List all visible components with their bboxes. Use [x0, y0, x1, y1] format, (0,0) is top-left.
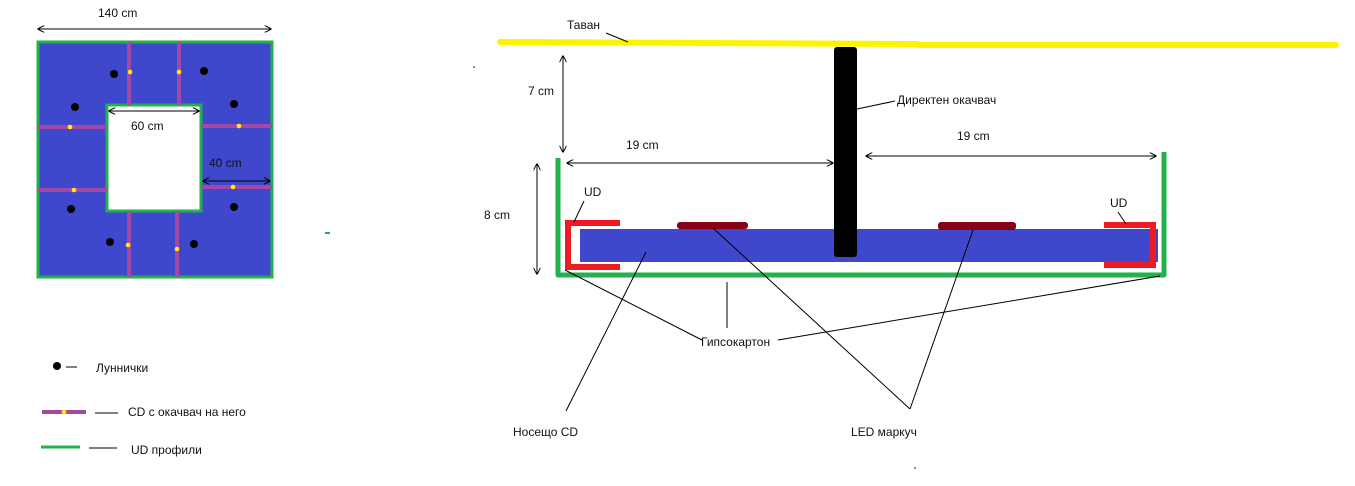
led-strip-left — [677, 222, 748, 229]
drywall-leaders — [564, 269, 1161, 341]
legend-ud-label: UD профили — [131, 443, 202, 457]
drywall-profile — [555, 152, 1167, 278]
hanger-label: Директен окачвач — [897, 93, 996, 107]
dim-inner-label: 60 cm — [131, 119, 164, 133]
hanger-rod — [834, 47, 857, 257]
plan-spot-dots — [67, 67, 238, 248]
ud-right-label: UD — [1110, 196, 1128, 210]
legend-cd-label: CD с окачвач на него — [128, 405, 246, 419]
dim-left-label: 19 cm — [626, 138, 659, 152]
ud-cap-left — [565, 220, 620, 270]
plan-view: 140 cm 60 cm 40 cm — [36, 6, 330, 279]
legend: Луннички CD с окачвач на него UD профили — [41, 361, 246, 457]
ceiling-line — [497, 39, 921, 47]
dim-right-label: 19 cm — [957, 129, 990, 143]
dim-side-label: 40 cm — [209, 156, 242, 170]
plan-hanger-marks — [67, 69, 242, 252]
legend-item-ud: UD профили — [41, 443, 202, 457]
ceiling-label: Таван — [567, 18, 600, 32]
dim-height-label: 8 cm — [484, 208, 510, 222]
plan-ud-inner — [105, 103, 203, 213]
plan-panel — [38, 42, 272, 277]
ud-cap-right — [1104, 222, 1156, 268]
plan-ud-outer — [36, 40, 274, 279]
ud-left-label: UD — [584, 185, 602, 199]
legend-dot-icon — [53, 362, 61, 370]
dim-gap-label: 7 cm — [528, 84, 554, 98]
legend-item-cd: CD с окачвач на него — [42, 405, 246, 419]
carrier-cd-bar — [580, 229, 1158, 262]
drywall-label: Гипсокартон — [701, 335, 770, 349]
section-view: Таван 7 cm 8 cm 19 cm 19 cm Директен ок — [473, 18, 1339, 469]
carrier-label: Носещо CD — [513, 425, 578, 439]
dim-outer-label: 140 cm — [98, 6, 137, 20]
led-label: LED маркуч — [851, 425, 917, 439]
legend-dot-label: Луннички — [96, 361, 148, 375]
legend-item-dot: Луннички — [53, 361, 148, 375]
led-strip-right — [938, 222, 1016, 230]
